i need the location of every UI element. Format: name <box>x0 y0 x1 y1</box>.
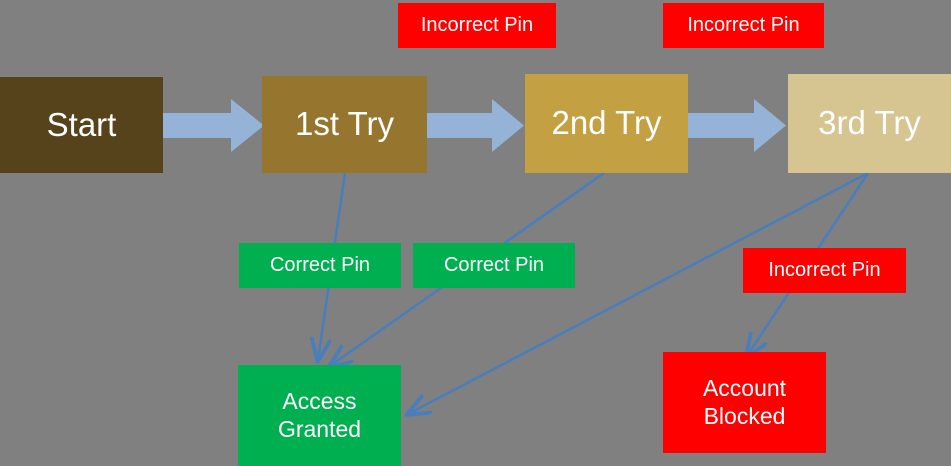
node-access-granted[interactable]: Access Granted <box>238 365 401 466</box>
edge-label-incorrect-pin-3-text: Incorrect Pin <box>768 259 881 281</box>
edge-label-incorrect-pin-1-text: Incorrect Pin <box>420 14 534 36</box>
edge-label-correct-pin-1-text: Correct Pin <box>269 254 371 276</box>
node-try1[interactable]: 1st Try <box>262 76 427 173</box>
edge-label-incorrect-pin-1: Incorrect Pin <box>398 3 556 48</box>
node-try2-label: 2nd Try <box>551 104 662 142</box>
node-account-blocked[interactable]: Account Blocked <box>663 352 826 453</box>
node-try3-label: 3rd Try <box>818 104 921 142</box>
edge-label-incorrect-pin-2: Incorrect Pin <box>663 3 824 48</box>
edge-label-correct-pin-2: Correct Pin <box>413 243 575 288</box>
edge-label-correct-pin-2-text: Correct Pin <box>443 254 545 276</box>
edge-label-incorrect-pin-2-text: Incorrect Pin <box>687 14 800 36</box>
node-try1-label: 1st Try <box>294 105 395 143</box>
node-try3[interactable]: 3rd Try <box>788 74 951 173</box>
edge-label-correct-pin-1: Correct Pin <box>239 243 401 288</box>
node-account-blocked-label: Account Blocked <box>702 375 787 429</box>
node-try2[interactable]: 2nd Try <box>525 74 688 173</box>
node-start-label: Start <box>46 105 117 143</box>
edge-label-incorrect-pin-3: Incorrect Pin <box>743 248 906 293</box>
block-arrow-start-to-try1 <box>163 99 264 152</box>
node-start[interactable]: Start <box>0 77 163 173</box>
block-arrow-try1-to-try2 <box>427 99 524 152</box>
node-access-granted-label: Access Granted <box>277 388 362 442</box>
block-arrow-try2-to-try3 <box>688 99 786 152</box>
